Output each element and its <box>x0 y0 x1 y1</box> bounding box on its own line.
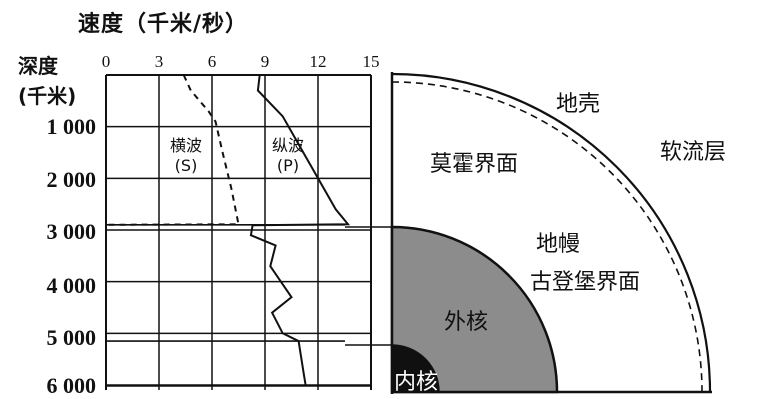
crust-surface-line <box>391 72 712 393</box>
gutenberg-label: 古登堡界面 <box>530 270 641 295</box>
x-tick-15: 15 <box>362 52 380 71</box>
y-tick-1000: 1 000 <box>46 114 97 139</box>
x-tick-0: 0 <box>101 52 111 71</box>
outer-core-label: 外核 <box>444 310 489 335</box>
inner-core-region <box>391 344 440 393</box>
moho-label: 莫霍界面 <box>430 152 519 177</box>
s-wave-name: 横波 <box>169 136 203 155</box>
chart-grid <box>105 74 372 390</box>
outer-core-region <box>390 225 559 394</box>
s-wave-curve <box>105 74 240 226</box>
inner-core-label: 内核 <box>394 370 439 395</box>
p-wave-abbr: (P) <box>276 156 300 175</box>
x-tick-9: 9 <box>260 52 270 71</box>
y-tick-5000: 5 000 <box>46 325 97 350</box>
chart-title: 速度（千米/秒） <box>78 12 249 37</box>
y-axis-title-line1: 深度 <box>18 54 58 78</box>
s-wave-label: 横波 (S) <box>170 136 202 176</box>
x-tick-12: 12 <box>309 52 327 71</box>
y-tick-6000: 6 000 <box>46 373 97 398</box>
boundary-connectors <box>105 226 392 387</box>
moho-dashed-line <box>391 81 703 393</box>
y-tick-2000: 2 000 <box>46 167 97 192</box>
crust-label: 地壳 <box>556 92 601 117</box>
x-tick-6: 6 <box>207 52 217 71</box>
y-axis-title-line2: (千米) <box>18 84 77 108</box>
p-wave-name: 纵波 <box>271 136 305 155</box>
asthenosphere-label: 软流层 <box>660 140 727 165</box>
mantle-label: 地幔 <box>536 232 581 257</box>
s-wave-abbr: (S) <box>174 156 198 175</box>
y-tick-4000: 4 000 <box>46 273 97 298</box>
y-tick-3000: 3 000 <box>46 219 97 244</box>
p-wave-curve <box>249 74 351 386</box>
x-tick-3: 3 <box>154 52 164 71</box>
p-wave-label: 纵波 (P) <box>272 136 304 176</box>
earth-cross-section <box>390 72 712 394</box>
